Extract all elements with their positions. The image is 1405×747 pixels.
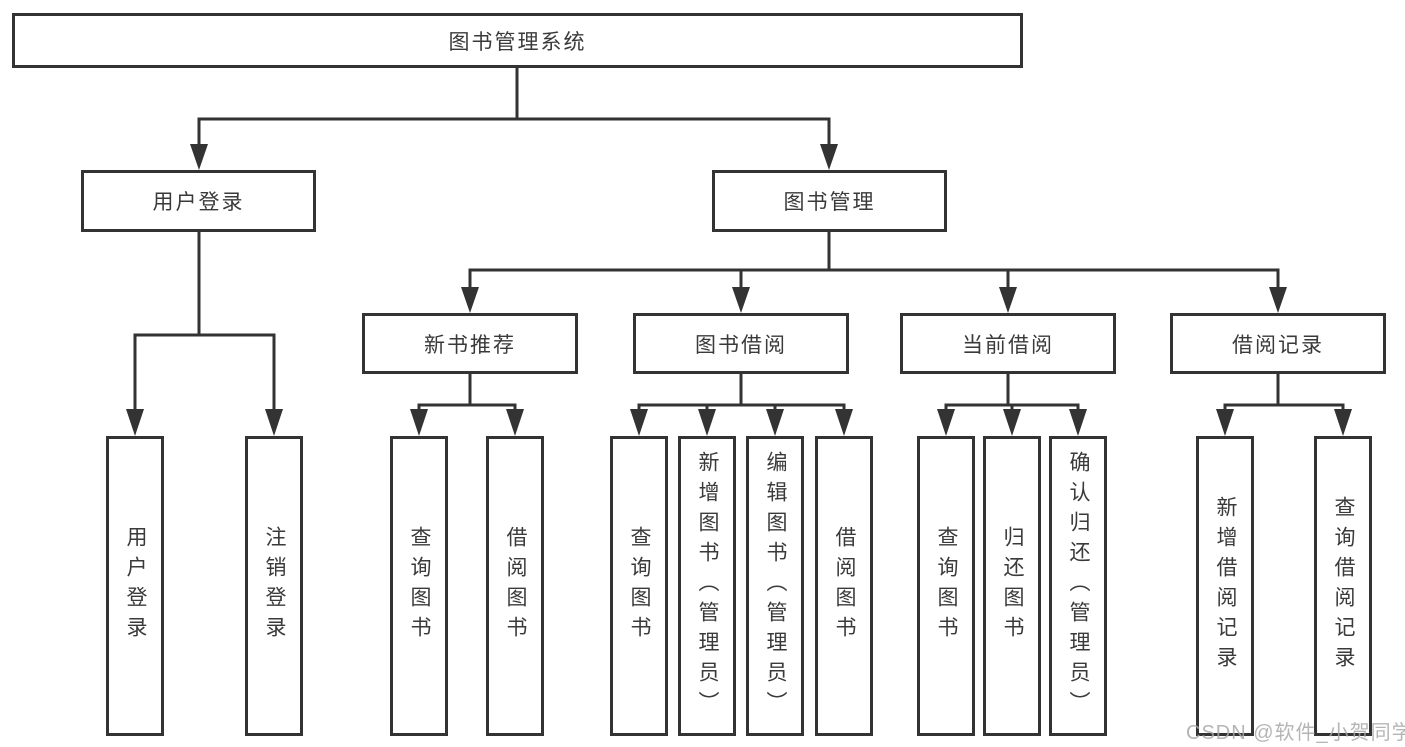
csdn-watermark: CSDN @软件_小贺同学 xyxy=(1186,722,1405,744)
connector-userlogin-to-leaves xyxy=(126,232,283,436)
node-book-borrowing: 图书借阅 xyxy=(633,313,849,374)
leaf-confirm-return-admin: 确认归还（管理员） xyxy=(1049,436,1107,736)
arrow-down-icon xyxy=(820,144,838,170)
arrow-down-icon xyxy=(698,409,716,436)
node-user-login-branch: 用户登录 xyxy=(81,170,316,232)
leaf-logout: 注销登录 xyxy=(245,436,303,736)
leaf-query-books-recommend: 查询图书 xyxy=(390,436,448,736)
leaf-borrow-books: 借阅图书 xyxy=(815,436,873,736)
connector-newbooks-to-leaves xyxy=(410,374,524,436)
arrow-down-icon xyxy=(265,409,283,436)
arrow-down-icon xyxy=(1216,409,1234,436)
leaf-borrow-books-recommend: 借阅图书 xyxy=(486,436,544,736)
node-current-borrowing: 当前借阅 xyxy=(900,313,1116,374)
arrow-down-icon xyxy=(766,409,784,436)
arrow-down-icon xyxy=(1069,409,1087,436)
leaf-add-books-admin: 新增图书（管理员） xyxy=(678,436,736,736)
connector-current-to-leaves xyxy=(937,374,1087,436)
arrow-down-icon xyxy=(506,409,524,436)
arrow-down-icon xyxy=(1334,409,1352,436)
connector-borrow-to-leaves xyxy=(630,374,853,436)
connector-records-to-leaves xyxy=(1216,374,1352,436)
leaf-add-borrow-record: 新增借阅记录 xyxy=(1196,436,1254,736)
leaf-edit-books-admin: 编辑图书（管理员） xyxy=(746,436,804,736)
arrow-down-icon xyxy=(1269,287,1287,313)
node-root-system: 图书管理系统 xyxy=(12,13,1023,68)
node-new-book-recommend: 新书推荐 xyxy=(362,313,578,374)
leaf-query-borrow-record: 查询借阅记录 xyxy=(1314,436,1372,736)
arrow-down-icon xyxy=(835,409,853,436)
node-book-management-branch: 图书管理 xyxy=(712,170,947,232)
arrow-down-icon xyxy=(461,287,479,313)
node-borrowing-records: 借阅记录 xyxy=(1170,313,1386,374)
arrow-down-icon xyxy=(937,409,955,436)
arrow-down-icon xyxy=(630,409,648,436)
arrow-down-icon xyxy=(1003,409,1021,436)
arrow-down-icon xyxy=(732,287,750,313)
connector-bookmgmt-to-level3 xyxy=(461,232,1287,313)
leaf-query-books-current: 查询图书 xyxy=(917,436,975,736)
leaf-query-books-borrow: 查询图书 xyxy=(610,436,668,736)
arrow-down-icon xyxy=(126,409,144,436)
leaf-user-login: 用户登录 xyxy=(106,436,164,736)
arrow-down-icon xyxy=(999,287,1017,313)
leaf-return-books: 归还图书 xyxy=(983,436,1041,736)
arrow-down-icon xyxy=(190,144,208,170)
connector-root-to-level2 xyxy=(190,68,838,170)
arrow-down-icon xyxy=(410,409,428,436)
